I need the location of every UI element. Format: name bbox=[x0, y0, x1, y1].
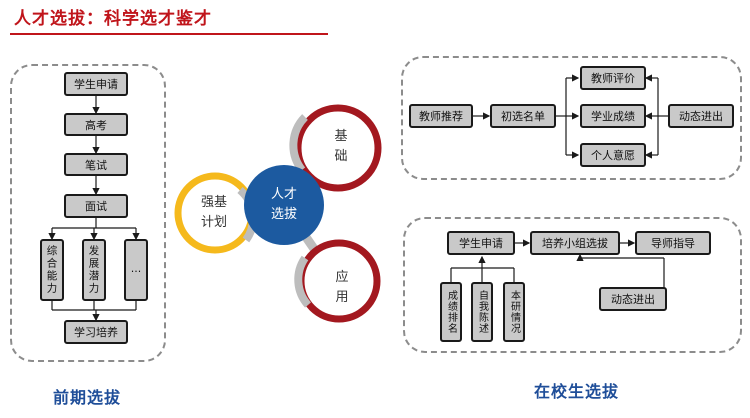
petal-left-line2: 计划 bbox=[200, 215, 227, 230]
input-ranking: 成绩排名 bbox=[440, 282, 462, 342]
page-title: 人才选拔：科学选才鉴才 bbox=[14, 9, 212, 29]
petal-left-label: 强基 计划 bbox=[191, 193, 237, 233]
input-record: 本研情况 bbox=[503, 282, 525, 342]
hub-graphic bbox=[174, 104, 382, 323]
petal-bottom-line2: 用 bbox=[335, 290, 349, 305]
input-statement: 自我陈述 bbox=[471, 282, 493, 342]
title-underline bbox=[10, 33, 328, 35]
step-interview: 面试 bbox=[64, 194, 128, 218]
top-right-panel bbox=[401, 56, 742, 180]
petal-left-line1: 强基 bbox=[200, 195, 227, 210]
step-student-apply: 学生申请 bbox=[64, 72, 128, 96]
group-selection: 培养小组选拔 bbox=[530, 231, 620, 255]
step-study-training: 学习培养 bbox=[64, 320, 128, 344]
hub-label-line1: 人才 bbox=[270, 187, 297, 202]
petal-top-label: 基 础 bbox=[326, 127, 356, 167]
petal-top-line2: 础 bbox=[334, 149, 348, 164]
left-caption: 前期选拔 bbox=[53, 388, 122, 407]
right-caption: 在校生选拔 bbox=[534, 382, 620, 401]
top-dynamic: 动态进出 bbox=[668, 104, 734, 128]
petal-bottom-line1: 应 bbox=[335, 270, 349, 285]
shortlist: 初选名单 bbox=[490, 104, 556, 128]
branch-potential: 发展潜力 bbox=[82, 239, 106, 301]
petal-top-line1: 基 bbox=[334, 129, 348, 144]
step-written-exam: 笔试 bbox=[64, 153, 128, 176]
petal-bottom-label: 应 用 bbox=[327, 268, 357, 308]
branch-comprehensive: 综合能力 bbox=[40, 239, 64, 301]
mentor-guidance: 导师指导 bbox=[635, 231, 711, 255]
bottom-dynamic: 动态进出 bbox=[599, 287, 667, 311]
bottom-right-panel bbox=[403, 217, 742, 353]
step-gaokao: 高考 bbox=[64, 113, 128, 136]
criterion-academic: 学业成绩 bbox=[580, 104, 646, 128]
criterion-willingness: 个人意愿 bbox=[580, 143, 646, 167]
hub-label-line2: 选拔 bbox=[270, 207, 297, 222]
left-panel bbox=[10, 64, 166, 362]
criterion-teacher-eval: 教师评价 bbox=[580, 66, 646, 90]
bottom-student-apply: 学生申请 bbox=[447, 231, 515, 255]
hub-label: 人才 选拔 bbox=[259, 185, 309, 225]
branch-more: … bbox=[124, 239, 148, 301]
teacher-recommend: 教师推荐 bbox=[409, 104, 473, 128]
